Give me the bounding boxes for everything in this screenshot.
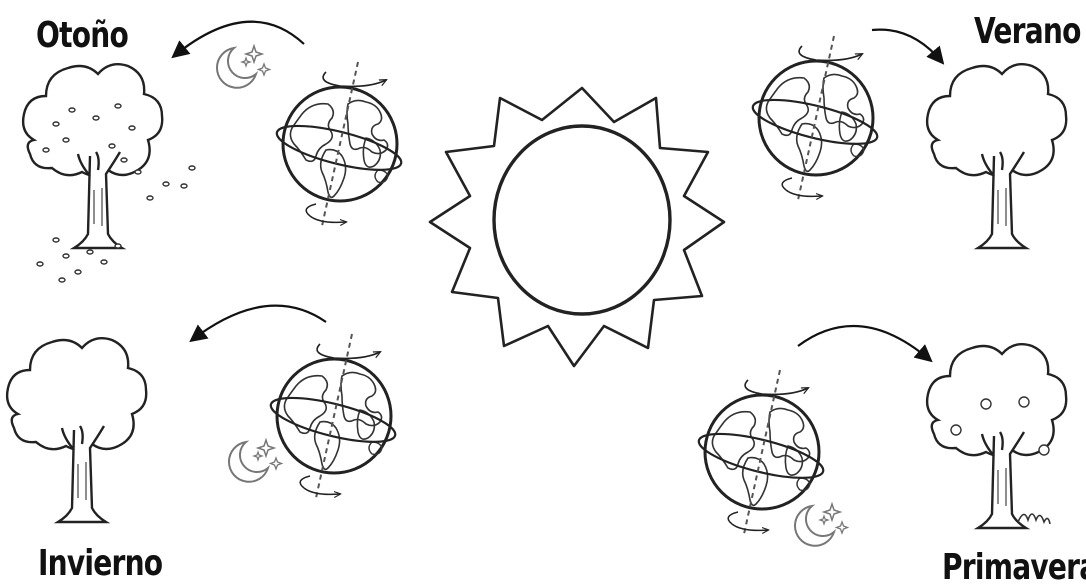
tree-icon: [927, 64, 1066, 248]
tree-spring: [927, 344, 1066, 528]
tree-icon: [927, 344, 1066, 528]
sun-icon: [430, 88, 724, 366]
grass-tuft: [1018, 514, 1050, 524]
curved-arrow-icon: [872, 30, 942, 62]
curved-arrow-icon: [798, 326, 930, 360]
season-label-summer: Verano: [974, 14, 1081, 50]
earth-globe-icon: [273, 62, 405, 226]
crescent-moon-icon: [229, 440, 282, 482]
crescent-moon-icon: [795, 504, 848, 546]
crescent-moon-icon: [217, 46, 270, 88]
season-label-winter: Invierno: [38, 546, 162, 582]
season-label-spring: Primavera: [942, 550, 1086, 586]
earth-globe-icon: [749, 36, 881, 200]
curved-arrow-icon: [174, 22, 304, 56]
season-label-autumn: Otoño: [36, 18, 128, 54]
earth-globe-icon: [267, 334, 399, 498]
tree-icon: [23, 64, 162, 248]
curved-arrow-icon: [192, 306, 326, 340]
tree-autumn: [23, 64, 195, 282]
tree-icon: [7, 338, 146, 522]
